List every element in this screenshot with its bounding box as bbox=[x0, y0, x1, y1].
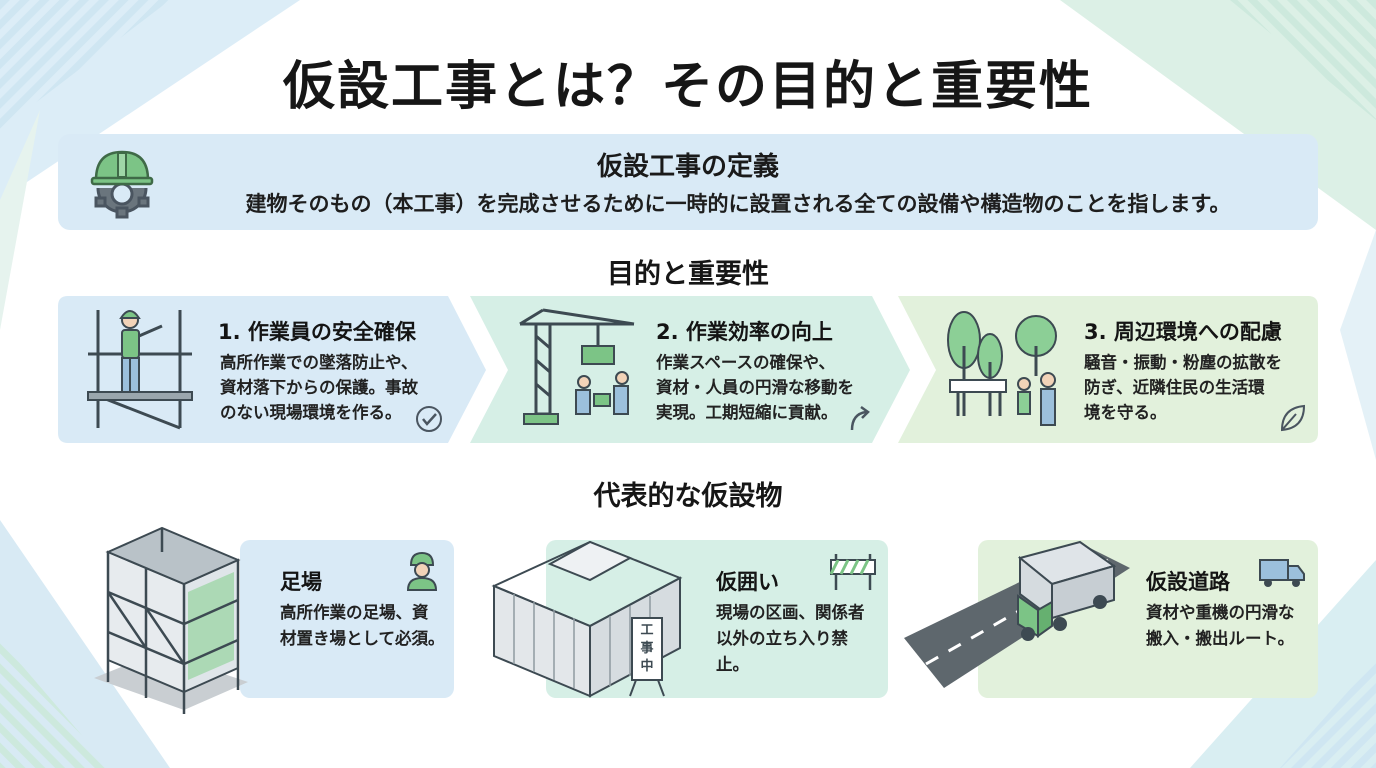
leaf-icon bbox=[1280, 404, 1306, 432]
purpose-text-1: 高所作業での墜落防止や、資材落下からの保護。事故のない現場環境を作る。 bbox=[220, 353, 418, 422]
definition-heading: 仮設工事の定義 bbox=[596, 152, 779, 182]
examples-heading: 代表的な仮設物 bbox=[593, 481, 783, 512]
purpose-panel-3 bbox=[898, 296, 1318, 443]
example-text-scaffold: 高所作業の足場、資材置き場として必須。 bbox=[280, 603, 445, 648]
trees-residents-icon bbox=[947, 311, 1057, 426]
purpose-heading: 目的と重要性 bbox=[607, 259, 769, 290]
sign-char-3: 中 bbox=[640, 658, 653, 674]
purpose-title-1: 1. 作業員の安全確保 bbox=[218, 320, 416, 344]
purpose-title-3: 3. 周辺環境への配慮 bbox=[1084, 320, 1282, 344]
helmet-gear-icon bbox=[90, 150, 154, 219]
example-text-enclosure: 現場の区画、関係者以外の立ち入り禁止。 bbox=[716, 603, 865, 674]
sign-char-1: 工 bbox=[640, 623, 653, 638]
truck-icon bbox=[1259, 559, 1305, 587]
barricade-icon bbox=[829, 554, 876, 590]
check-circle-icon bbox=[416, 406, 442, 432]
scaffold-worker-icon bbox=[87, 310, 193, 430]
example-title-road: 仮設道路 bbox=[1146, 570, 1230, 594]
definition-box: 仮設工事の定義 建物そのもの（本工事）を完成させるために一時的に設置される全ての… bbox=[58, 134, 1318, 230]
road-truck-illustration bbox=[904, 540, 1130, 688]
example-title-scaffold: 足場 bbox=[280, 570, 322, 594]
page-title: 仮設工事とは？その目的と重要性 bbox=[282, 57, 1093, 117]
purpose-panel-1 bbox=[58, 296, 486, 443]
purpose-text-3: 騒音・振動・粉塵の拡散を防ぎ、近隣住民の生活環境を守る。 bbox=[1084, 353, 1282, 422]
example-title-enclosure: 仮囲い bbox=[716, 570, 779, 594]
definition-text: 建物そのもの（本工事）を完成させるために一時的に設置される全ての設備や構造物のこ… bbox=[245, 192, 1231, 216]
scaffold-illustration bbox=[94, 526, 248, 714]
worker-icon bbox=[406, 551, 438, 591]
sign-char-2: 事 bbox=[640, 640, 653, 656]
up-arrow-icon bbox=[850, 405, 870, 431]
crane-workers-icon bbox=[519, 308, 635, 425]
purpose-title-2: 2. 作業効率の向上 bbox=[656, 320, 833, 344]
example-text-road: 資材や重機の円滑な搬入・搬出ルート。 bbox=[1146, 603, 1295, 648]
purpose-text-2: 作業スペースの確保や、資材・人員の円滑な移動を実現。工期短縮に貢献。 bbox=[656, 353, 854, 422]
enclosure-illustration: 工 事 中 bbox=[491, 540, 683, 698]
